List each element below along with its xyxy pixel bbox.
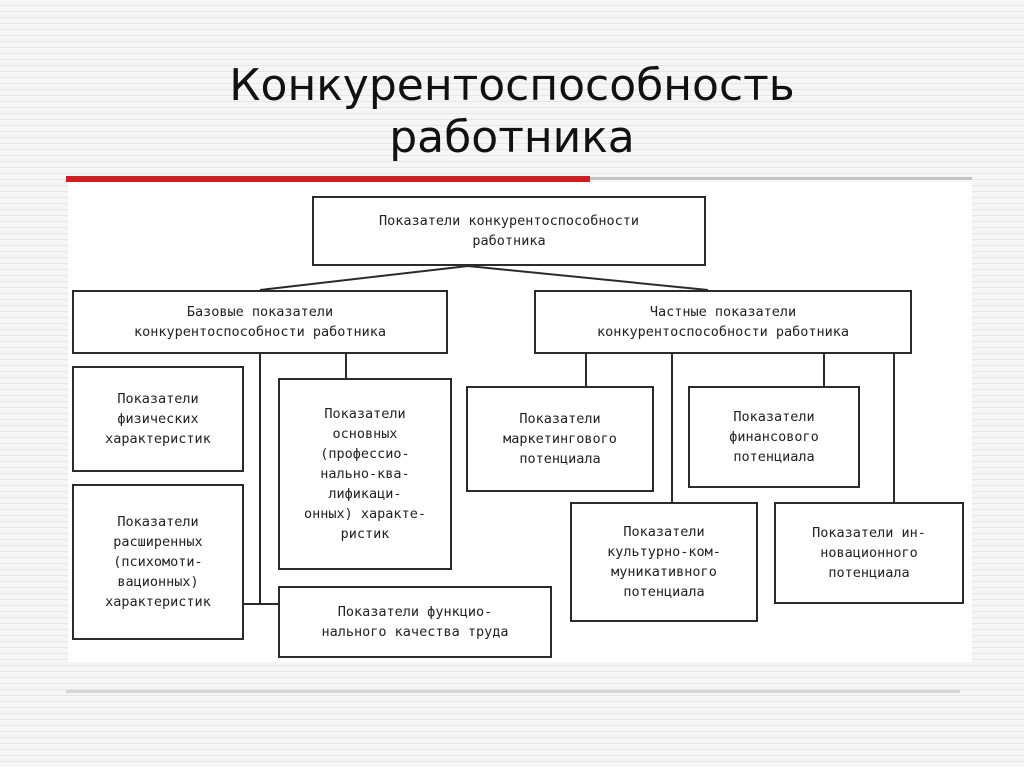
title-accent-bar bbox=[66, 176, 590, 182]
private-indicators-box: Частные показатели конкурентоспособности… bbox=[534, 290, 912, 354]
connector-lines bbox=[242, 264, 895, 605]
cultural-communicative-box: Показатели культурно-ком- муникативного … bbox=[570, 502, 758, 622]
root-indicators-box: Показатели конкурентоспособности работни… bbox=[312, 196, 706, 266]
bottom-divider-line bbox=[66, 690, 960, 693]
extended-characteristics-box: Показатели расширенных (психомоти- вацио… bbox=[72, 484, 244, 640]
org-chart: Показатели конкурентоспособности работни… bbox=[68, 182, 972, 662]
base-indicators-box: Базовые показатели конкурентоспособности… bbox=[72, 290, 448, 354]
professional-characteristics-box: Показатели основных (профессио- нально-к… bbox=[278, 378, 452, 570]
title-divider-line bbox=[590, 177, 972, 180]
functional-quality-box: Показатели функцио- нального качества тр… bbox=[278, 586, 552, 658]
marketing-potential-box: Показатели маркетингового потенциала bbox=[466, 386, 654, 492]
financial-potential-box: Показатели финансового потенциала bbox=[688, 386, 860, 488]
physical-characteristics-box: Показатели физических характеристик bbox=[72, 366, 244, 472]
slide-title: Конкурентоспособность работника bbox=[229, 60, 795, 163]
innovation-potential-box: Показатели ин- новационного потенциала bbox=[774, 502, 964, 604]
